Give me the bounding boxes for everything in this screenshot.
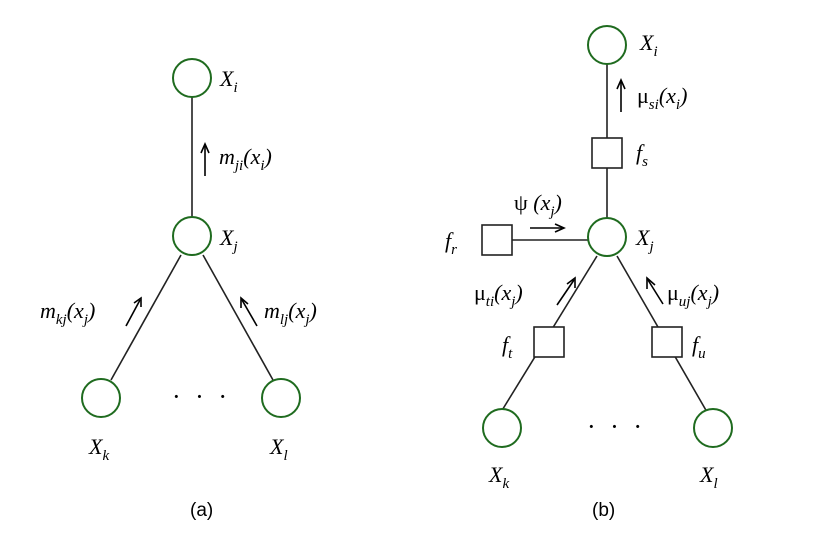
panel-b: Xi Xj Xk Xl fs fr ft fu μsi(xi) ψ (xj) μ… — [445, 25, 733, 521]
factor-ft-label: ft — [502, 332, 513, 362]
ellipsis-b: · · · — [587, 412, 646, 441]
arrow-psi — [530, 223, 566, 233]
factor-ft — [533, 326, 565, 358]
factor-fr — [481, 224, 513, 256]
edge-xj-xk — [110, 254, 182, 381]
node-xi-b — [587, 25, 627, 65]
arrow-muti — [556, 276, 576, 306]
arrow-mkj — [125, 296, 142, 327]
node-xj-label: Xj — [219, 225, 238, 255]
node-xk — [81, 378, 121, 418]
message-mji-label: mji(xi) — [219, 144, 272, 174]
caption-b: (b) — [592, 500, 615, 521]
node-xj-b-label: Xj — [635, 225, 654, 255]
node-xl-b-label: Xl — [699, 462, 718, 492]
message-mkj-label: mkj(xj) — [40, 298, 95, 328]
node-xl-b — [693, 408, 733, 448]
message-muuj-label: μuj(xj) — [667, 280, 719, 310]
node-xi-label: Xi — [219, 66, 238, 96]
message-muti-label: μti(xj) — [474, 280, 523, 310]
node-xl-label: Xl — [269, 434, 288, 464]
panel-a: Xi Xj Xk Xl mji(xi) mkj(xj) mlj(xj) · · … — [40, 58, 317, 521]
node-xi — [172, 58, 212, 98]
message-mlj-label: mlj(xj) — [264, 298, 317, 328]
node-xk-b — [482, 408, 522, 448]
arrow-musi — [616, 78, 626, 112]
message-psi-label: ψ (xj) — [514, 190, 562, 220]
arrow-mlj — [240, 296, 258, 327]
node-xl — [261, 378, 301, 418]
factor-fu — [651, 326, 683, 358]
node-xk-label: Xk — [88, 434, 109, 464]
edge-xj-xl — [202, 254, 274, 381]
node-xk-b-label: Xk — [488, 462, 509, 492]
caption-a: (a) — [190, 500, 213, 521]
arrow-mji — [200, 142, 210, 176]
node-xi-b-label: Xi — [639, 30, 658, 60]
ellipsis-a: · · · — [172, 382, 231, 411]
factor-fr-label: fr — [445, 228, 457, 258]
message-musi-label: μsi(xi) — [637, 83, 687, 113]
factor-fs-label: fs — [636, 140, 648, 170]
factor-fs — [591, 137, 623, 169]
factor-fu-label: fu — [692, 332, 706, 362]
node-xj — [172, 216, 212, 256]
arrow-muuj — [646, 276, 664, 305]
node-xj-b — [587, 217, 627, 257]
